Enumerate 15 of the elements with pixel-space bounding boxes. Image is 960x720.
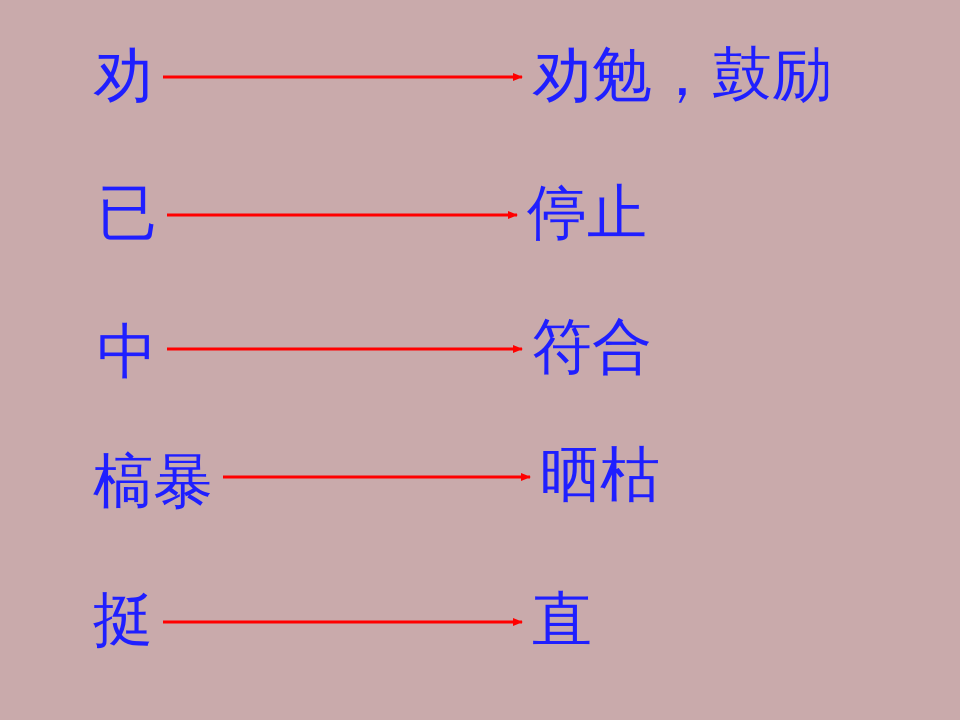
word-label: 符合 — [532, 317, 652, 377]
word-label: 直 — [532, 590, 592, 650]
word-label: 停止 — [527, 183, 647, 243]
arrow — [163, 73, 523, 81]
word-label: 中 — [97, 322, 157, 382]
word-label: 劝勉，鼓励 — [532, 45, 832, 105]
word-label: 劝 — [93, 45, 153, 105]
word-label: 晒枯 — [540, 445, 660, 505]
word-label: 槁暴 — [93, 452, 213, 512]
arrow — [167, 345, 523, 353]
arrow — [223, 473, 531, 481]
word-label: 已 — [97, 183, 157, 243]
word-label: 挺 — [93, 590, 153, 650]
arrow — [167, 211, 518, 219]
arrow — [163, 618, 523, 626]
